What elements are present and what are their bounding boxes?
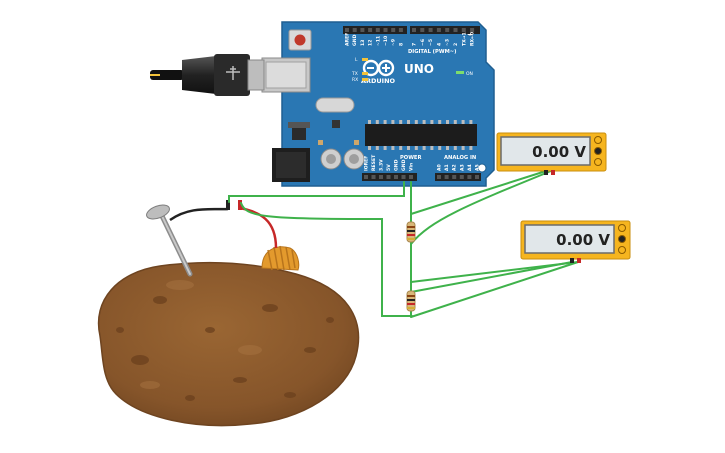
multimeter-2-port-v[interactable]	[618, 246, 626, 254]
multimeter-2[interactable]: 0.00 V	[520, 220, 631, 263]
digital-pin[interactable]	[420, 28, 425, 32]
digital-pin-label: ~3	[445, 39, 451, 46]
digital-header-label: DIGITAL (PWM~)	[408, 49, 456, 55]
analog-pin[interactable]	[437, 175, 441, 179]
power-pin[interactable]	[371, 175, 376, 179]
power-pin[interactable]	[409, 175, 413, 179]
power-pin-label: GND	[401, 159, 407, 171]
analog-pin-label: A1	[444, 164, 450, 171]
wires[interactable]	[169, 170, 579, 318]
power-jack[interactable]	[272, 148, 310, 182]
multimeter-1-port-a[interactable]	[594, 136, 602, 144]
potato-battery[interactable]	[97, 261, 360, 427]
board-model: UNO	[404, 62, 434, 76]
analog-pin[interactable]	[452, 175, 457, 179]
zinc-nail-electrode[interactable]	[145, 202, 193, 277]
digital-pin-label: 8	[398, 43, 404, 46]
power-pin-label: 5V	[386, 164, 392, 171]
digital-pin-label: ~11	[375, 36, 381, 46]
power-pin[interactable]	[386, 175, 391, 179]
reset-button[interactable]	[288, 29, 312, 51]
multimeter-2-port-com[interactable]	[618, 235, 626, 243]
multimeter-1-reading: 0.00 V	[532, 143, 586, 161]
svg-text:ON: ON	[466, 71, 473, 77]
analog-pin-label: A3	[459, 164, 465, 171]
analog-pin[interactable]	[459, 175, 464, 179]
digital-pin[interactable]	[368, 28, 373, 32]
atmega-chip	[365, 120, 477, 150]
digital-pin-label: AREF	[345, 33, 351, 46]
digital-pin[interactable]	[345, 28, 349, 32]
analog-pin-label: A5	[475, 164, 481, 171]
analog-pin-label: A2	[452, 164, 458, 171]
multimeter-2-port-a[interactable]	[618, 224, 626, 232]
digital-pin[interactable]	[412, 28, 416, 32]
multimeter-1[interactable]: 0.00 V	[496, 132, 607, 175]
power-pin[interactable]	[364, 175, 368, 179]
power-pin[interactable]	[401, 175, 406, 179]
arduino-logo: ARDUINO	[361, 59, 396, 85]
power-pin-label: IOREF	[364, 156, 370, 171]
power-pin-label: GND	[394, 159, 400, 171]
analog-pin[interactable]	[467, 175, 472, 179]
status-leds: L TX RX ON	[351, 57, 473, 83]
digital-pin[interactable]	[428, 28, 433, 32]
multimeter-1-port-com[interactable]	[594, 147, 602, 155]
svg-text:TX: TX	[351, 71, 358, 77]
usb-cable[interactable]	[150, 54, 265, 96]
svg-text:L: L	[355, 57, 358, 63]
digital-pin-label: ~9	[391, 39, 397, 46]
svg-text:RX: RX	[352, 77, 358, 83]
digital-pin-label: 4	[436, 43, 442, 46]
power-pin[interactable]	[379, 175, 383, 179]
digital-pin-label: 2	[453, 43, 459, 46]
crystal-oscillator	[315, 97, 355, 113]
digital-pin[interactable]	[360, 28, 365, 32]
digital-pin[interactable]	[436, 28, 441, 32]
digital-pin-label: 7	[412, 43, 418, 46]
digital-pin-label: ~5	[428, 39, 434, 46]
digital-pin[interactable]	[352, 28, 357, 32]
multimeter-2-reading: 0.00 V	[556, 231, 610, 249]
analog-pin-label: A0	[437, 164, 443, 171]
digital-pin-label: GND	[352, 34, 358, 46]
voltage-regulator	[288, 122, 310, 140]
power-pin-label: 3.3V	[379, 159, 385, 171]
resistor-2[interactable]	[406, 290, 416, 312]
digital-pin-label: TX→1	[461, 32, 467, 46]
digital-pin[interactable]	[375, 28, 380, 32]
digital-pin-label: 13	[360, 40, 366, 46]
power-pin-label: RESET	[371, 154, 377, 171]
multimeter-1-port-v[interactable]	[594, 158, 602, 166]
capacitors	[320, 148, 365, 170]
copper-coil-electrode[interactable]	[261, 245, 300, 271]
analog-pin[interactable]	[444, 175, 449, 179]
digital-pin-label: 12	[368, 40, 374, 46]
digital-pin[interactable]	[445, 28, 450, 32]
digital-pin[interactable]	[398, 28, 403, 32]
resistor-1[interactable]	[406, 221, 416, 243]
power-header-label: POWER	[400, 155, 421, 161]
usb-port	[261, 57, 311, 93]
digital-pin[interactable]	[461, 28, 466, 32]
digital-pin-label: RX←0	[470, 32, 476, 46]
digital-pin[interactable]	[470, 28, 475, 32]
digital-pin[interactable]	[391, 28, 396, 32]
digital-pin[interactable]	[453, 28, 458, 32]
power-pin-label: Vin	[409, 163, 415, 171]
power-pin[interactable]	[394, 175, 398, 179]
digital-pin-label: ~10	[383, 36, 389, 46]
digital-pin[interactable]	[383, 28, 388, 32]
digital-pin-label: ~6	[420, 39, 426, 46]
board-brand: ARDUINO	[361, 77, 396, 85]
analog-pin[interactable]	[475, 175, 479, 179]
analog-header-label: ANALOG IN	[444, 155, 476, 161]
analog-pin-label: A4	[467, 164, 473, 171]
